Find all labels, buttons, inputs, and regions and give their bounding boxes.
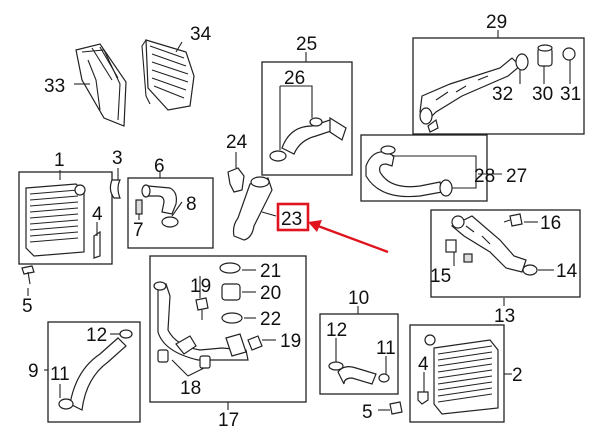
clip-part-3[interactable] [109, 179, 121, 199]
callout-8[interactable]: 8 [186, 194, 197, 215]
intercooler-left-part[interactable] [25, 183, 86, 257]
callout-10[interactable]: 10 [348, 288, 369, 309]
clamp-part-32[interactable] [515, 53, 529, 71]
callout-33[interactable]: 33 [44, 76, 65, 97]
o-ring-part-14[interactable] [522, 264, 538, 276]
callout-2[interactable]: 2 [512, 365, 523, 386]
clamp-part-8[interactable] [161, 216, 179, 228]
callout-21[interactable]: 21 [260, 261, 281, 282]
highlight-arrow-head [308, 220, 322, 232]
intake-pipe-part-23[interactable] [232, 176, 273, 241]
callout-30[interactable]: 30 [532, 84, 553, 105]
hose-part-17b[interactable] [225, 333, 247, 357]
group-box-6 [127, 177, 214, 249]
radiator-part[interactable] [141, 39, 195, 111]
callout-23[interactable]: 23 [281, 209, 302, 230]
bolt-part-5a[interactable] [21, 265, 35, 285]
callout-34[interactable]: 34 [190, 24, 212, 45]
callout-26[interactable]: 26 [284, 68, 305, 89]
bracket-part-24[interactable] [227, 167, 245, 193]
highlight-box[interactable] [276, 202, 310, 232]
highlight-arrow [317, 224, 389, 254]
callout-5b[interactable]: 5 [362, 402, 373, 423]
callout-4a[interactable]: 4 [92, 204, 103, 225]
air-shroud-part[interactable] [75, 43, 127, 127]
hose-part-9[interactable] [58, 329, 133, 411]
mount-part-18[interactable] [157, 349, 211, 369]
clamp-part-22[interactable] [221, 312, 243, 324]
callout-5a[interactable]: 5 [22, 296, 33, 317]
sleeve-part-20[interactable] [221, 283, 241, 301]
pipe-part-13[interactable] [450, 215, 527, 273]
callout-12b[interactable]: 12 [86, 325, 107, 346]
bolt-part-16[interactable] [503, 213, 523, 227]
callout-16[interactable]: 16 [540, 213, 561, 234]
clamp-part-7[interactable] [135, 199, 143, 215]
bracket-part-4b[interactable] [417, 391, 429, 405]
callout-17[interactable]: 17 [218, 410, 239, 431]
callout-19b[interactable]: 19 [280, 331, 301, 352]
seal-part-15[interactable] [445, 239, 473, 263]
callout-28[interactable]: 28 [474, 166, 495, 187]
hose-part-6[interactable] [141, 184, 177, 215]
callout-25[interactable]: 25 [296, 34, 317, 55]
hose-part-27[interactable] [365, 145, 453, 198]
bolt-part-19a[interactable] [195, 297, 209, 320]
callout-9[interactable]: 9 [28, 361, 39, 382]
group-box-9 [47, 321, 141, 423]
callout-11b[interactable]: 11 [376, 338, 396, 359]
callout-13[interactable]: 13 [494, 306, 515, 327]
group-box-10 [319, 313, 399, 395]
callout-19a[interactable]: 19 [190, 276, 211, 297]
leader-lines [27, 30, 571, 411]
callout-31[interactable]: 31 [560, 84, 581, 105]
callout-22[interactable]: 22 [260, 309, 281, 330]
group-box-17 [149, 255, 307, 403]
callout-29[interactable]: 29 [486, 12, 507, 33]
callout-11a[interactable]: 11 [50, 364, 70, 385]
sleeve-part-30[interactable] [537, 44, 553, 67]
callout-7[interactable]: 7 [133, 220, 144, 241]
callout-20[interactable]: 20 [260, 283, 281, 304]
bolt-part-5b[interactable] [389, 401, 403, 415]
callout-1[interactable]: 1 [54, 150, 65, 171]
hose-part-10[interactable] [328, 361, 377, 385]
bolt-part-19b[interactable] [247, 335, 263, 351]
callout-15[interactable]: 15 [430, 266, 451, 287]
group-box-25 [261, 61, 353, 176]
callout-27[interactable]: 27 [506, 166, 527, 187]
group-box-27 [360, 134, 488, 202]
group-box-13 [430, 209, 581, 298]
bracket-part-4a[interactable] [93, 230, 101, 259]
callout-18[interactable]: 18 [180, 378, 201, 399]
clamp-part-11b[interactable] [378, 373, 390, 383]
clamp-part-21[interactable] [219, 262, 241, 274]
clamp-part-31[interactable] [562, 47, 576, 61]
callout-4b[interactable]: 4 [418, 354, 429, 375]
hose-part-25[interactable] [269, 116, 347, 162]
intercooler-right-part[interactable] [424, 334, 499, 415]
callout-6[interactable]: 6 [154, 156, 165, 177]
callout-labels: 33 34 1 4 5 3 6 7 8 24 23 25 26 27 28 29… [22, 12, 581, 431]
callout-14[interactable]: 14 [556, 261, 578, 282]
callout-24[interactable]: 24 [226, 132, 248, 153]
charge-pipe-part-29[interactable] [419, 57, 521, 133]
callout-3[interactable]: 3 [112, 148, 123, 169]
group-box-1 [18, 171, 113, 265]
callout-12a[interactable]: 12 [326, 320, 347, 341]
callout-32[interactable]: 32 [492, 84, 513, 105]
